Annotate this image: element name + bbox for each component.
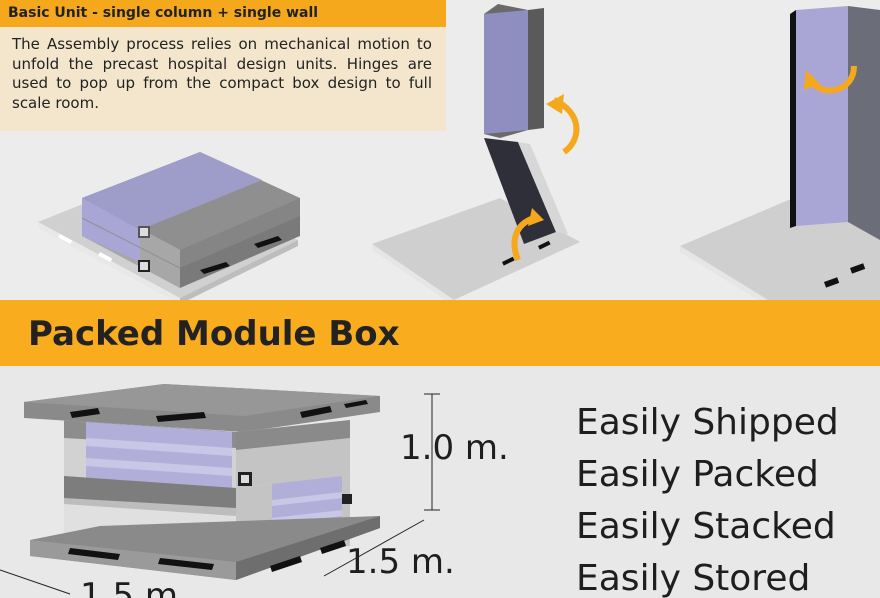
feature-list: Easily Shipped Easily Packed Easily Stac… [576, 400, 839, 598]
curved-arrow-icon [546, 94, 564, 114]
assembly-section: Basic Unit - single column + single wall… [0, 0, 880, 300]
feature-item-stored: Easily Stored [576, 558, 811, 598]
feature-item-stacked: Easily Stacked [576, 506, 836, 547]
feature-item-shipped: Easily Shipped [576, 402, 839, 443]
section-band: Packed Module Box [0, 300, 880, 366]
section-header-title: Basic Unit - single column + single wall [8, 5, 319, 21]
depth-dimension-label: 1.5 m. [346, 542, 455, 582]
height-dimension-label: 1.0 m. [400, 428, 509, 468]
packed-box-illustration [0, 384, 440, 595]
section-title: Packed Module Box [28, 314, 400, 354]
assembled-illustration [680, 6, 880, 300]
feature-item-packed: Easily Packed [576, 454, 819, 495]
description-box: The Assembly process relies on mechanica… [0, 27, 446, 131]
width-dimension-label: 1.5 m. [80, 576, 189, 598]
description-text: The Assembly process relies on mechanica… [12, 35, 432, 112]
compact-box-illustration [38, 152, 300, 300]
unfolding-illustration [372, 4, 580, 300]
section-header: Basic Unit - single column + single wall [0, 0, 446, 27]
